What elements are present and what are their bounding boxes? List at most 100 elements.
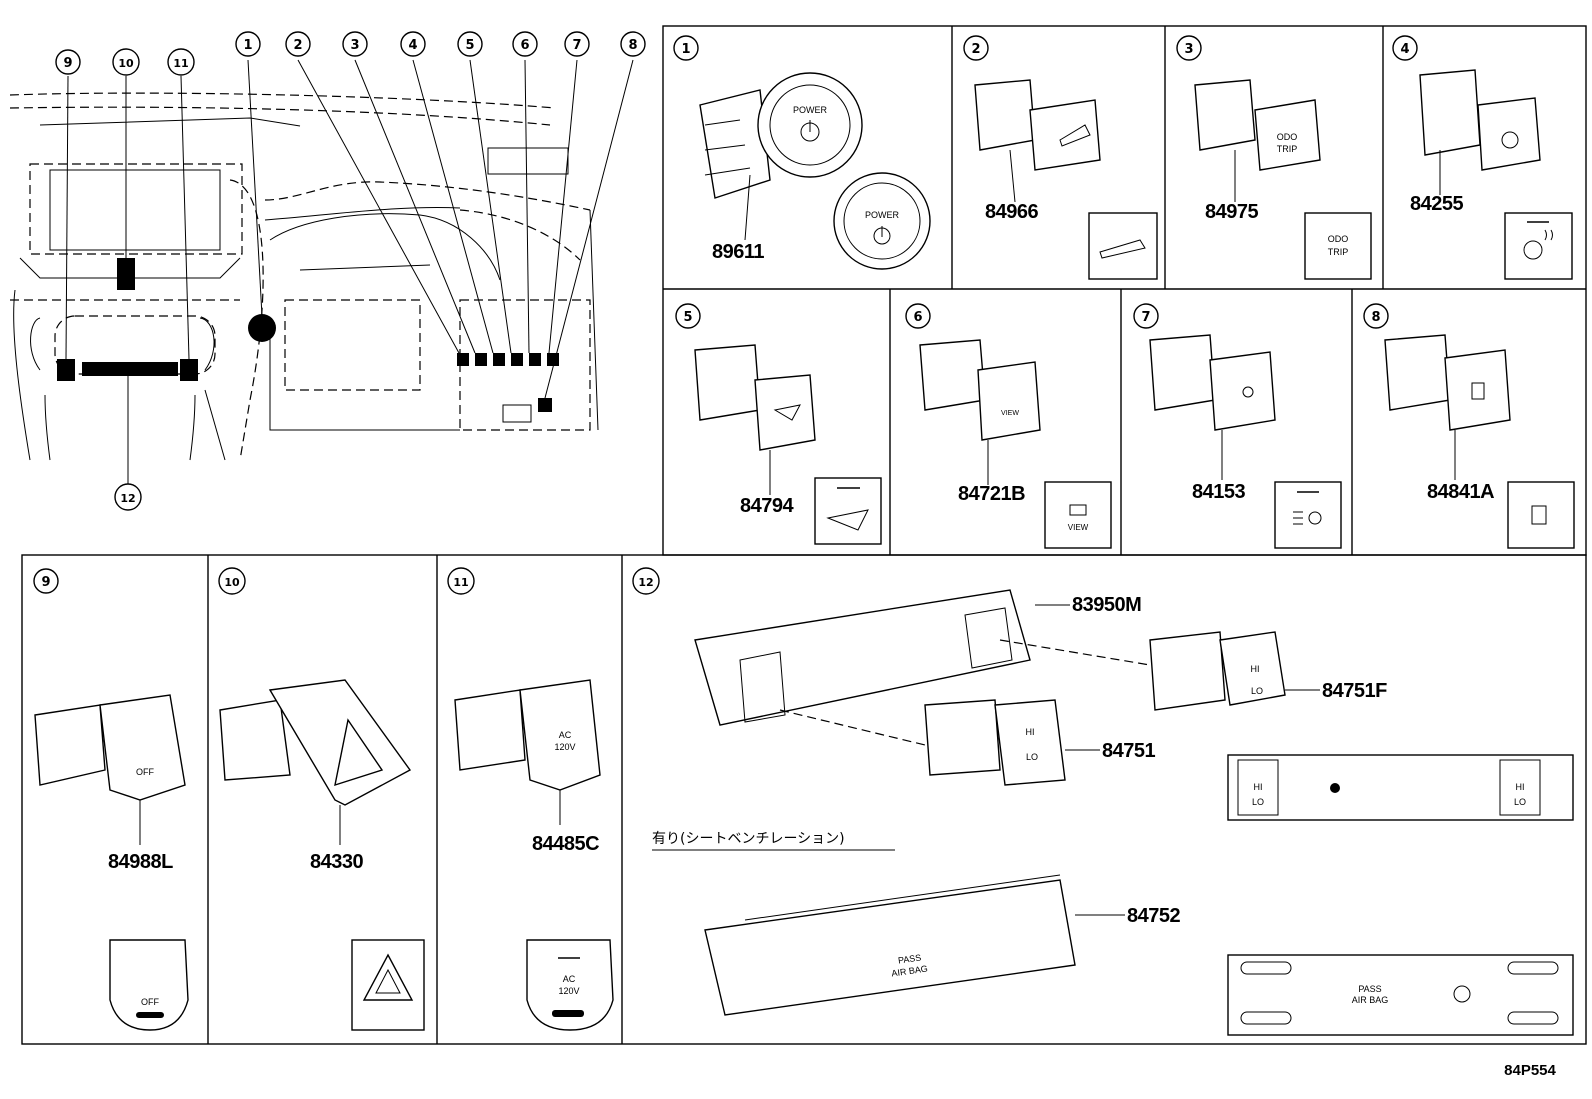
svg-text:4: 4 — [408, 38, 417, 53]
svg-text:12: 12 — [120, 492, 135, 505]
svg-text:POWER: POWER — [793, 105, 828, 115]
svg-text:84153: 84153 — [1192, 481, 1245, 503]
overview-leaders — [65, 59, 634, 485]
svg-text:2: 2 — [293, 38, 302, 53]
svg-text:84255: 84255 — [1410, 193, 1463, 215]
heated-wheel-icon — [1523, 240, 1543, 260]
svg-text:84966: 84966 — [985, 201, 1038, 223]
svg-text:10: 10 — [118, 57, 134, 70]
svg-text:8: 8 — [628, 38, 637, 53]
svg-text:84485C: 84485C — [532, 833, 599, 855]
panel-7-switch: 7 84153 — [1133, 303, 1342, 549]
svg-text:HI: HI — [1251, 664, 1260, 674]
panel-3-switch: 3 ODO TRIP 84975 ODO TRIP — [1176, 35, 1372, 280]
svg-text:120V: 120V — [554, 742, 575, 752]
callout-1: 1 — [235, 31, 261, 57]
svg-text:AIR BAG: AIR BAG — [1352, 995, 1389, 1005]
car-icon — [1099, 239, 1146, 259]
svg-text:84794: 84794 — [740, 495, 794, 517]
svg-text:7: 7 — [1141, 310, 1150, 325]
panel-2-switch: 2 84966 — [963, 35, 1158, 280]
svg-text:LO: LO — [1026, 752, 1038, 762]
panel-10-hazard: 10 84330 — [218, 567, 425, 1031]
traction-off-button-icon — [109, 939, 189, 1031]
heated-wheel-icon — [1501, 131, 1519, 149]
svg-text:LO: LO — [1251, 686, 1263, 696]
power-button-face-icon — [833, 172, 931, 270]
callout-5: 5 — [457, 31, 483, 57]
svg-text:OFF: OFF — [141, 997, 159, 1007]
svg-text:PASS: PASS — [1358, 984, 1381, 994]
svg-text:HI: HI — [1026, 727, 1035, 737]
callout-8: 8 — [620, 31, 646, 57]
svg-text:VIEW: VIEW — [1068, 523, 1089, 532]
svg-text:84751F: 84751F — [1322, 680, 1387, 702]
callout-4: 4 — [400, 31, 426, 57]
panel-grid — [21, 25, 1587, 1045]
svg-text:LO: LO — [1514, 797, 1526, 807]
svg-text:AC: AC — [563, 974, 576, 984]
wiper-icon — [826, 509, 869, 531]
svg-text:ODO: ODO — [1328, 234, 1349, 244]
panel-1-power-switch: 1 POWER 89611 POWER — [673, 35, 931, 270]
svg-text:2: 2 — [971, 42, 980, 57]
svg-text:3: 3 — [350, 38, 359, 53]
diagram-code: 84P554 — [1504, 1062, 1556, 1079]
callout-12: 12 — [114, 483, 142, 511]
svg-text:HI: HI — [1254, 782, 1263, 792]
svg-text:8: 8 — [1371, 310, 1380, 325]
svg-text:LO: LO — [1252, 797, 1264, 807]
svg-text:AC: AC — [559, 730, 572, 740]
callout-3: 3 — [342, 31, 368, 57]
panel-4-switch: 4 84255 — [1392, 35, 1573, 280]
auto-headlight-icon — [1242, 386, 1254, 398]
dashboard-overview — [9, 92, 599, 461]
svg-text:89611: 89611 — [712, 241, 764, 263]
wiper-icon — [773, 404, 801, 421]
svg-text:84330: 84330 — [310, 851, 363, 873]
svg-text:OFF: OFF — [136, 767, 154, 777]
svg-text:POWER: POWER — [865, 210, 900, 220]
panel-12-seat-switches: 12 83950M HI LO 84751F HI LO 84751 HI LO… — [632, 567, 1574, 1036]
fuel-door-icon — [1531, 505, 1547, 525]
panel-8-switch: 8 84841A — [1363, 303, 1575, 549]
svg-text:84751: 84751 — [1102, 740, 1155, 762]
callout-7: 7 — [564, 31, 590, 57]
airbag-indicator-icon — [1453, 985, 1471, 1003]
svg-text:1: 1 — [243, 38, 252, 53]
panel-11-ac-outlet: 11 AC 120V 84485C AC 120V — [447, 567, 614, 1031]
svg-text:有り(シートベンチレーション): 有り(シートベンチレーション) — [652, 831, 845, 847]
svg-text:ODO: ODO — [1277, 132, 1298, 142]
svg-text:11: 11 — [173, 57, 188, 70]
svg-text:10: 10 — [224, 576, 240, 589]
callout-2: 2 — [285, 31, 311, 57]
svg-text:83950M: 83950M — [1072, 594, 1141, 616]
callout-6: 6 — [512, 31, 538, 57]
svg-text:5: 5 — [465, 38, 474, 53]
callout-11: 11 — [167, 48, 195, 76]
panel-9-switch: 9 OFF 84988L OFF — [33, 568, 189, 1031]
svg-text:PASS: PASS — [897, 952, 922, 965]
svg-text:84841A: 84841A — [1427, 481, 1494, 503]
svg-text:6: 6 — [913, 310, 922, 325]
svg-text:84988L: 84988L — [108, 851, 173, 873]
svg-text:3: 3 — [1184, 42, 1193, 57]
svg-text:5: 5 — [683, 310, 692, 325]
fuel-door-icon — [1471, 382, 1485, 400]
auto-headlight-icon — [1308, 511, 1322, 525]
svg-text:4: 4 — [1400, 42, 1409, 57]
seat-icon — [1330, 783, 1340, 793]
camera-view-icon — [1069, 504, 1087, 516]
svg-text:TRIP: TRIP — [1328, 247, 1349, 257]
svg-text:TRIP: TRIP — [1277, 144, 1298, 154]
svg-text:12: 12 — [638, 576, 653, 589]
hazard-icon — [362, 953, 414, 1001]
svg-text:84752: 84752 — [1127, 905, 1180, 927]
callout-10: 10 — [112, 48, 140, 76]
svg-text:84975: 84975 — [1205, 201, 1258, 223]
hazard-icon — [334, 718, 384, 787]
panel-6-switch: 6 VIEW 84721B VIEW — [905, 303, 1112, 549]
svg-text:6: 6 — [520, 38, 529, 53]
ac-outlet-button-icon — [526, 939, 614, 1031]
